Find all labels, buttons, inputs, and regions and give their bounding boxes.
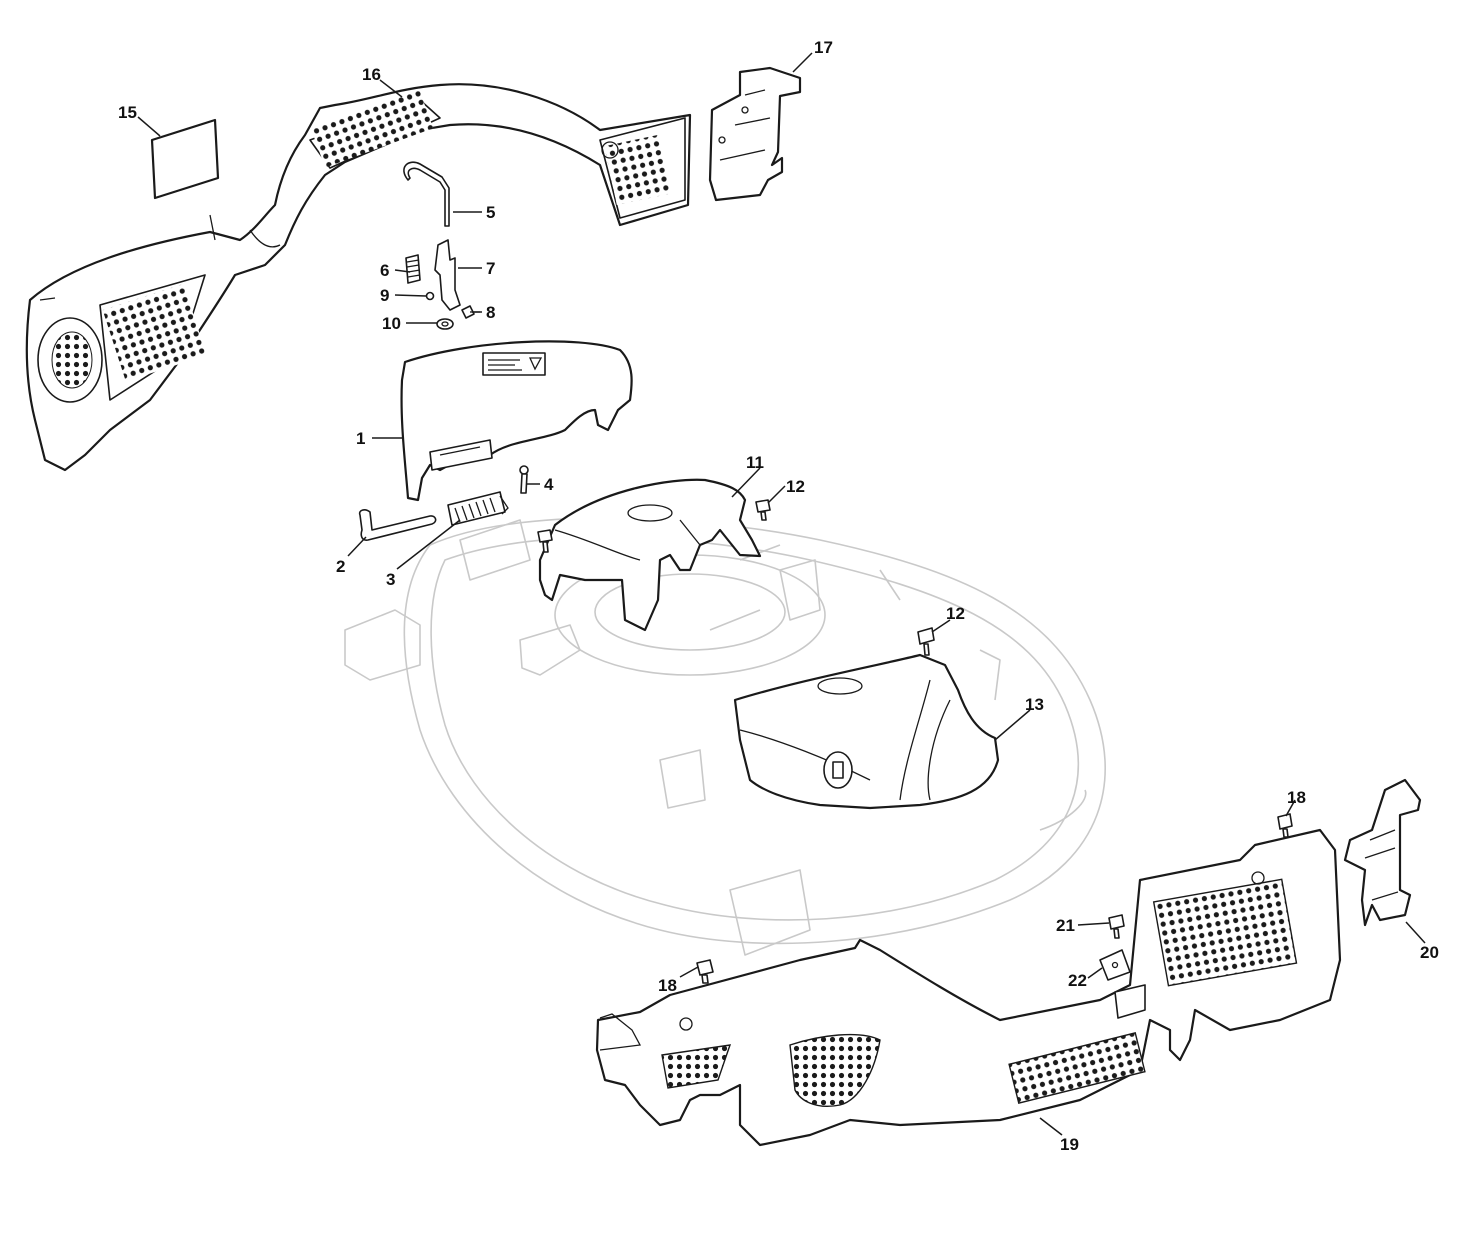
callout-19: 19 xyxy=(1060,1135,1079,1154)
part-22-clip-nut xyxy=(1099,949,1131,981)
callout-21: 21 xyxy=(1056,916,1075,935)
warning-label-triangle xyxy=(528,357,543,371)
callout-11: 11 xyxy=(746,453,764,472)
part-20-bracket xyxy=(1343,778,1422,927)
part-17-bracket xyxy=(708,66,802,202)
grille-16a xyxy=(310,88,434,168)
callout-13: 13 xyxy=(1025,695,1044,714)
part-12-screw-b xyxy=(917,627,935,656)
part-1-rear-flap xyxy=(400,340,633,502)
part-13-blade-housing xyxy=(733,653,1000,810)
callout-3: 3 xyxy=(386,570,395,589)
part-12-screw-a xyxy=(755,499,771,521)
part-2-hinge-rod xyxy=(358,509,437,541)
callout-22: 22 xyxy=(1068,971,1087,990)
callout-9: 9 xyxy=(380,286,389,305)
part-11-blade-cover xyxy=(538,478,762,632)
part-21-screw xyxy=(1108,914,1125,939)
grille-19d xyxy=(661,1044,732,1089)
grille-19b xyxy=(1008,1032,1146,1104)
callout-18b: 18 xyxy=(658,976,677,995)
part-4-pin xyxy=(519,465,529,494)
part-5-rod xyxy=(403,161,450,227)
part-7-latch xyxy=(434,239,461,311)
callout-20: 20 xyxy=(1420,943,1439,962)
part-10-washer xyxy=(436,318,454,330)
callouts: 15 16 17 5 6 7 9 8 10 1 4 11 12 2 3 12 1… xyxy=(118,38,1439,1154)
part-3-torsion-spring xyxy=(447,491,509,526)
callout-5: 5 xyxy=(486,203,495,222)
callout-17: 17 xyxy=(814,38,833,57)
callout-18a: 18 xyxy=(1287,788,1306,807)
grille-19a xyxy=(1152,878,1298,987)
callout-15: 15 xyxy=(118,103,137,122)
callout-16: 16 xyxy=(362,65,381,84)
callout-4: 4 xyxy=(544,475,554,494)
part-18-screw-b xyxy=(696,959,714,984)
callout-1: 1 xyxy=(356,429,365,448)
part-12-screw-mount xyxy=(537,529,553,553)
grille-16b xyxy=(604,134,671,205)
callout-12b: 12 xyxy=(946,604,965,623)
callout-2: 2 xyxy=(336,557,345,576)
part-16-left-guard xyxy=(25,83,692,472)
leader-lines xyxy=(137,52,1426,1136)
part-15-label-plate xyxy=(150,118,220,200)
part-19-right-guard xyxy=(595,828,1342,1147)
part-6-spring xyxy=(405,254,421,284)
callout-12a: 12 xyxy=(786,477,805,496)
callout-7: 7 xyxy=(486,259,495,278)
callout-6: 6 xyxy=(380,261,389,280)
callout-10: 10 xyxy=(382,314,401,333)
grille-16c xyxy=(102,283,207,382)
callout-8: 8 xyxy=(486,303,495,322)
mower-deck-ghost xyxy=(344,517,1106,956)
part-18-screw-a xyxy=(1277,813,1293,838)
grille-19c xyxy=(789,1033,881,1107)
part-9-pin xyxy=(425,291,435,301)
